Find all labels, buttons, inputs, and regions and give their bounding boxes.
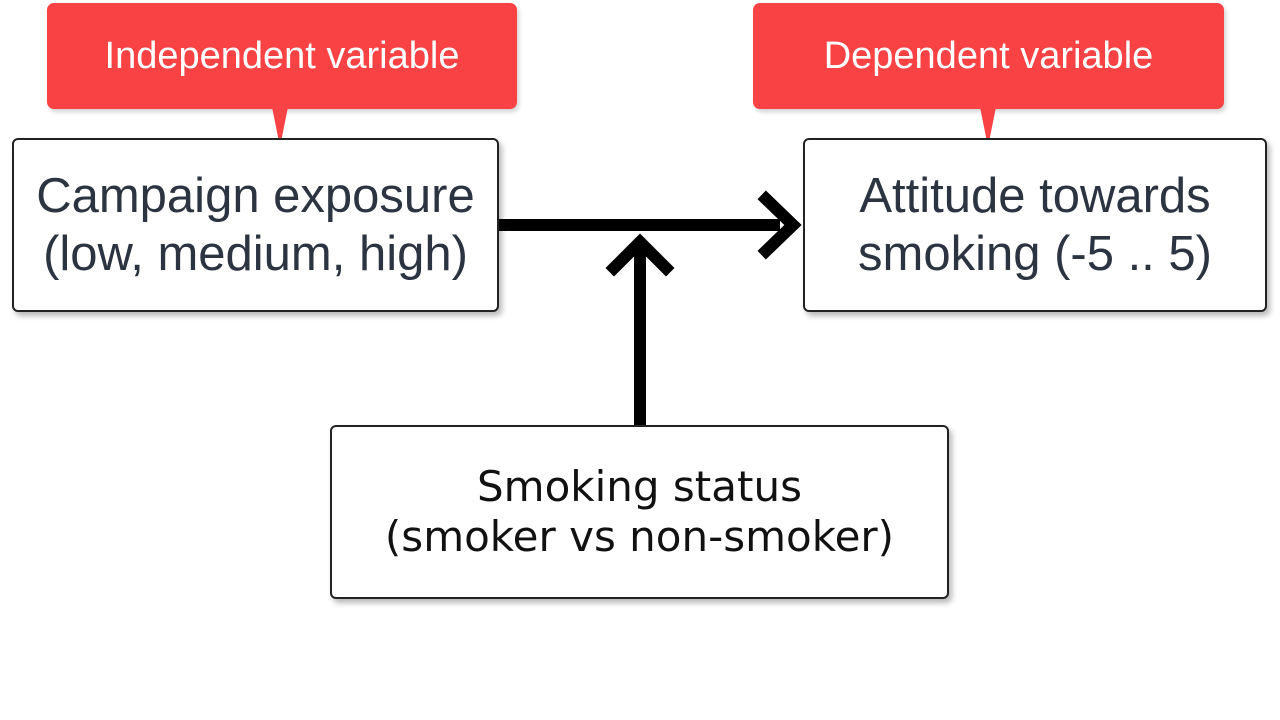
independent-variable-callout-label: Independent variable [104,34,460,77]
moderator-variable-name: Smoking status [477,462,802,511]
dependent-variable-range: smoking (-5 .. 5) [858,227,1212,281]
independent-variable-name: Campaign exposure [36,169,475,223]
moderator-variable-levels: (smoker vs non-smoker) [384,512,895,561]
dependent-variable-name: Attitude towards [859,169,1211,223]
dependent-variable-callout: Dependent variable [753,3,1224,147]
moderator-variable-box: Smoking status (smoker vs non-smoker) [330,425,949,599]
moderator-arrow-head [605,233,675,277]
independent-variable-box: Campaign exposure (low, medium, high) [12,138,499,312]
independent-variable-callout: Independent variable [47,3,517,147]
main-arrow-head [757,190,802,260]
independent-variable-levels: (low, medium, high) [43,227,468,281]
dependent-variable-callout-label: Dependent variable [823,34,1154,77]
dependent-variable-box: Attitude towards smoking (-5 .. 5) [803,138,1267,312]
